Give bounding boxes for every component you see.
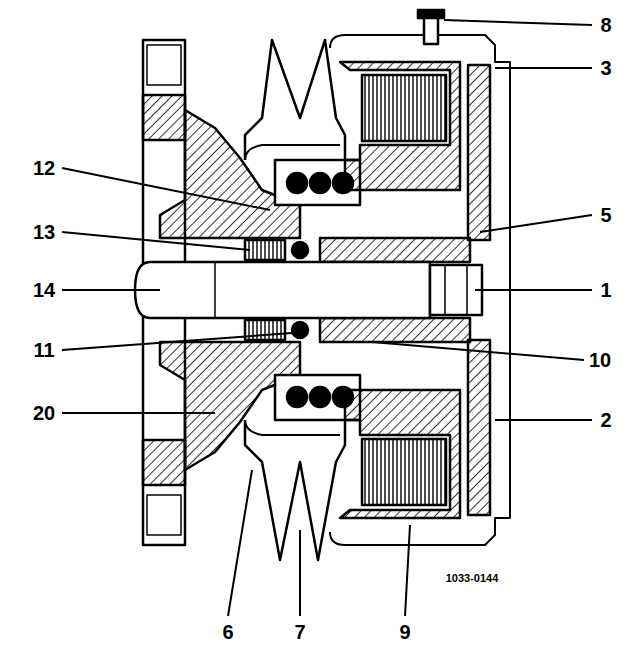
callout-number: 6	[220, 622, 235, 642]
callout-number: 7	[292, 622, 307, 642]
drawing-code: 1033-0144	[444, 573, 501, 584]
callout-number: 9	[397, 622, 412, 642]
callout-number: 14	[31, 280, 57, 300]
callout-number: 8	[598, 15, 613, 35]
callout-number: 20	[31, 403, 57, 423]
callout-number: 1	[598, 280, 613, 300]
callout-number: 10	[587, 350, 613, 370]
callout-number: 11	[31, 340, 56, 360]
callout-number: 5	[598, 205, 613, 225]
callout-number: 12	[31, 158, 57, 178]
callout-number: 3	[598, 58, 613, 78]
callout-number: 13	[31, 222, 57, 242]
callout-number: 2	[598, 410, 613, 430]
